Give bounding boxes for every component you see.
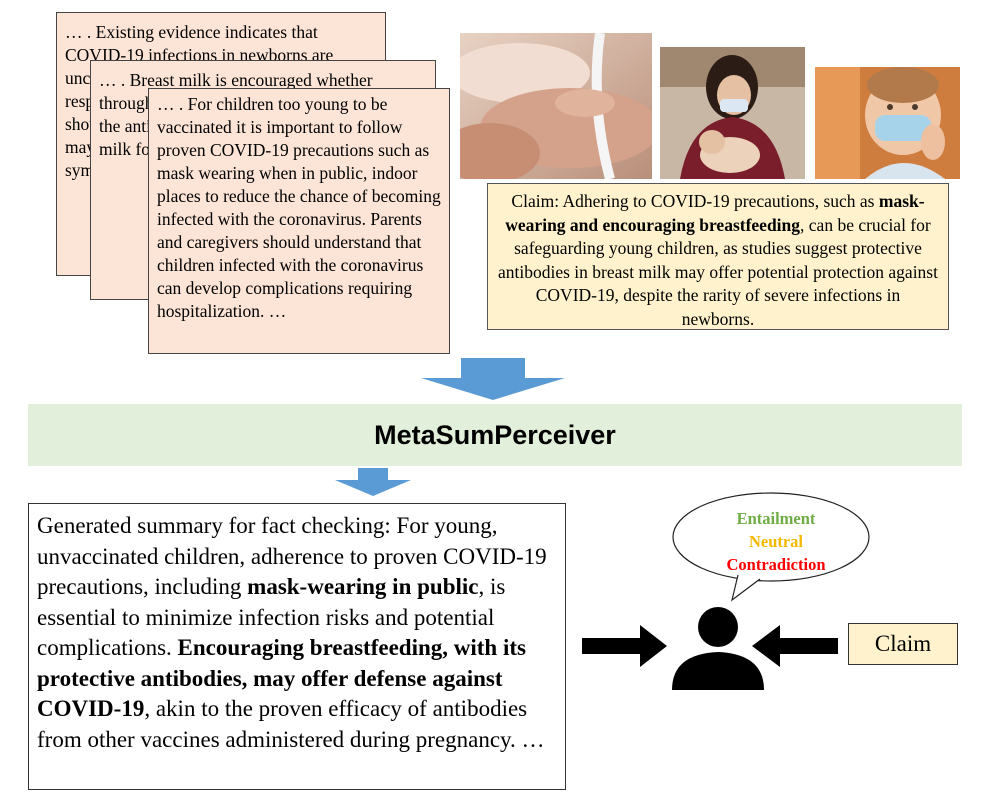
summary-text-2: , is essential to minimize infection ris… [37, 574, 506, 660]
claim-input-label: Claim [874, 631, 932, 656]
left-arrow-icon [752, 625, 838, 667]
label-neutral: Neutral [748, 532, 804, 551]
evidence-text-3: … . For children too young to be vaccina… [157, 94, 441, 321]
newborn-hand-photo [460, 33, 652, 179]
claim-text-bold: mask-wearing and encouraging breastfeedi… [505, 191, 925, 235]
model-title: MetaSumPerceiver [374, 419, 616, 450]
summary-text-3: , akin to the proven efficacy of antibod… [37, 696, 545, 752]
generated-summary-box: Generated summary for fact checking: For… [28, 503, 566, 790]
claim-box: Claim: Adhering to COVID-19 precautions,… [487, 183, 949, 330]
claim-input-box: Claim [848, 623, 958, 665]
evidence-document-3: … . For children too young to be vaccina… [148, 88, 450, 354]
claim-text-prefix: Claim: Adhering to COVID-19 precautions,… [511, 191, 875, 211]
breastfeeding-mother-photo [660, 47, 805, 179]
label-entailment: Entailment [736, 509, 816, 528]
summary-bold-2: Encouraging breastfeeding, with its prot… [37, 635, 526, 721]
person-icon [672, 607, 764, 690]
speech-bubble [672, 492, 870, 582]
right-arrow-icon [582, 625, 667, 667]
claim-text-suffix: , can be crucial for safeguarding young … [498, 214, 938, 329]
summary-text-1: Generated summary for fact checking: For… [37, 513, 547, 599]
model-band: MetaSumPerceiver [28, 404, 962, 466]
down-arrow-small-icon [335, 468, 411, 496]
label-contradiction: Contradiction [726, 555, 826, 574]
masked-toddler-photo [815, 67, 960, 179]
down-arrow-icon [421, 358, 565, 400]
summary-bold-1: mask-wearing in public [247, 574, 479, 599]
